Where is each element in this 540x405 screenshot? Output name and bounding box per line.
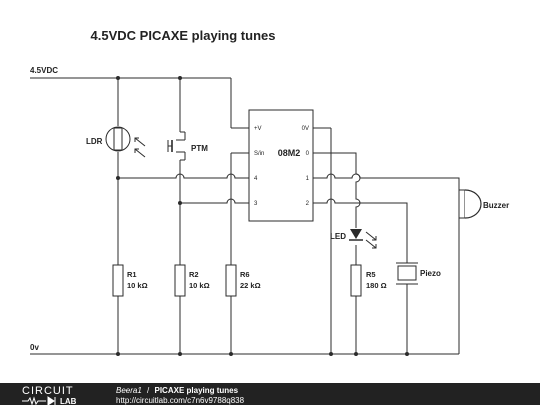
r6-resistor	[225, 264, 237, 297]
pin-serial-in-label: S/in	[254, 151, 264, 157]
led-label: LED	[330, 232, 346, 241]
vplus-label: 4.5VDC	[30, 66, 58, 75]
resistor-bodies	[112, 264, 362, 297]
junction-dots	[116, 76, 409, 356]
footer-author[interactable]: Beera1	[116, 386, 142, 395]
ptm-label: PTM	[191, 144, 208, 153]
ground-label: 0v	[30, 343, 39, 352]
r5-resistor	[350, 264, 362, 297]
footer-url[interactable]: http://circuitlab.com/c7n6v9788q838	[116, 396, 245, 405]
pin-0-label: 0	[306, 151, 310, 157]
r1-value: 10 kΩ	[127, 281, 148, 290]
buzzer-label: Buzzer	[483, 201, 509, 210]
footer-separator: /	[147, 386, 150, 395]
footer-title-line: Beera1 / PICAXE playing tunes	[116, 386, 239, 395]
pin-4-label: 4	[254, 176, 258, 182]
piezo-component: Piezo	[396, 262, 441, 285]
r5-name: R5	[366, 270, 376, 279]
r6-value: 22 kΩ	[240, 281, 261, 290]
resistor-labels: R1 10 kΩ R2 10 kΩ R6 22 kΩ R5 180 Ω	[127, 270, 387, 290]
r2-value: 10 kΩ	[189, 281, 210, 290]
pin-vplus-label: +V	[254, 126, 262, 132]
pin-1-label: 1	[306, 176, 310, 182]
r6-name: R6	[240, 270, 250, 279]
r2-resistor	[174, 264, 186, 297]
r1-name: R1	[127, 270, 137, 279]
circuitlab-logo-icon	[22, 396, 56, 405]
buzzer-component: Buzzer	[458, 189, 509, 219]
pin-3-label: 3	[254, 201, 258, 207]
r2-name: R2	[189, 270, 199, 279]
r1-resistor	[112, 264, 124, 297]
footer-project[interactable]: PICAXE playing tunes	[155, 386, 239, 395]
diagram-title: 4.5VDC PICAXE playing tunes	[91, 28, 276, 43]
logo-text-top: CIRCUIT	[22, 385, 74, 397]
r5-value: 180 Ω	[366, 281, 387, 290]
wires	[30, 77, 460, 355]
light-emission-icon	[365, 231, 377, 249]
pin-2-label: 2	[306, 201, 310, 207]
logo-text-bottom: LAB	[60, 397, 77, 405]
ic-08m2: 08M2 +V S/in 4 3 0V 0 1 2	[248, 109, 314, 222]
ldr-label: LDR	[86, 137, 103, 146]
pin-0v-label: 0V	[302, 126, 309, 132]
piezo-label: Piezo	[420, 269, 441, 278]
ic-label: 08M2	[278, 148, 301, 158]
footer-bar: CIRCUIT LAB Beera1 / PICAXE playing tune…	[0, 383, 540, 405]
ldr-component: LDR	[86, 126, 146, 158]
light-arrows-icon	[134, 137, 146, 158]
ptm-switch	[167, 131, 186, 153]
led-component: LED	[330, 229, 377, 249]
